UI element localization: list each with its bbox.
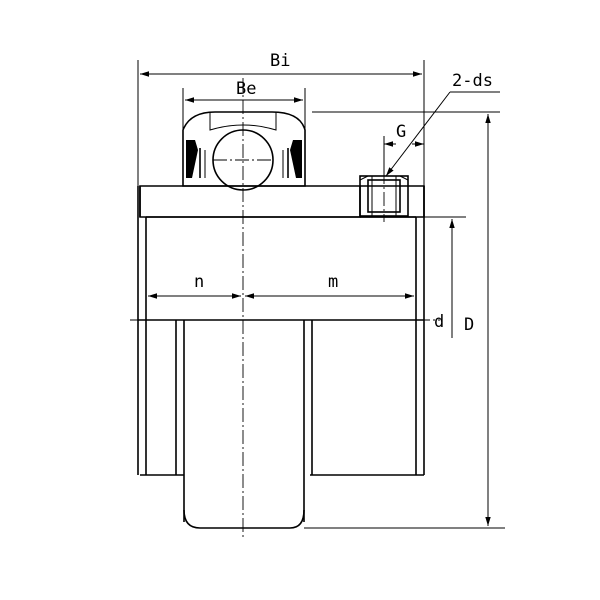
label-2-ds: 2-ds xyxy=(452,71,493,91)
dimension-d-small: d xyxy=(424,216,466,338)
inner-ring-body xyxy=(137,186,425,476)
label-d-small: d xyxy=(434,312,444,332)
callout-2-ds: 2-ds xyxy=(385,71,500,177)
set-screw xyxy=(359,170,409,222)
outer-ring xyxy=(182,111,306,187)
seal-left xyxy=(186,140,206,178)
outer-ring-lower xyxy=(175,320,313,529)
dimension-d-big: D xyxy=(304,111,505,529)
label-m: m xyxy=(328,272,338,292)
label-be: Be xyxy=(236,79,256,99)
label-bi: Bi xyxy=(270,51,290,71)
label-g: G xyxy=(396,122,406,142)
dimension-g: G xyxy=(383,122,425,186)
dimension-bi: Bi xyxy=(137,51,425,186)
label-d-big: D xyxy=(464,315,474,335)
dimension-n-m: n m xyxy=(148,272,414,299)
dimension-be: Be xyxy=(182,79,306,130)
label-n: n xyxy=(194,272,204,292)
seal-right xyxy=(282,140,302,178)
